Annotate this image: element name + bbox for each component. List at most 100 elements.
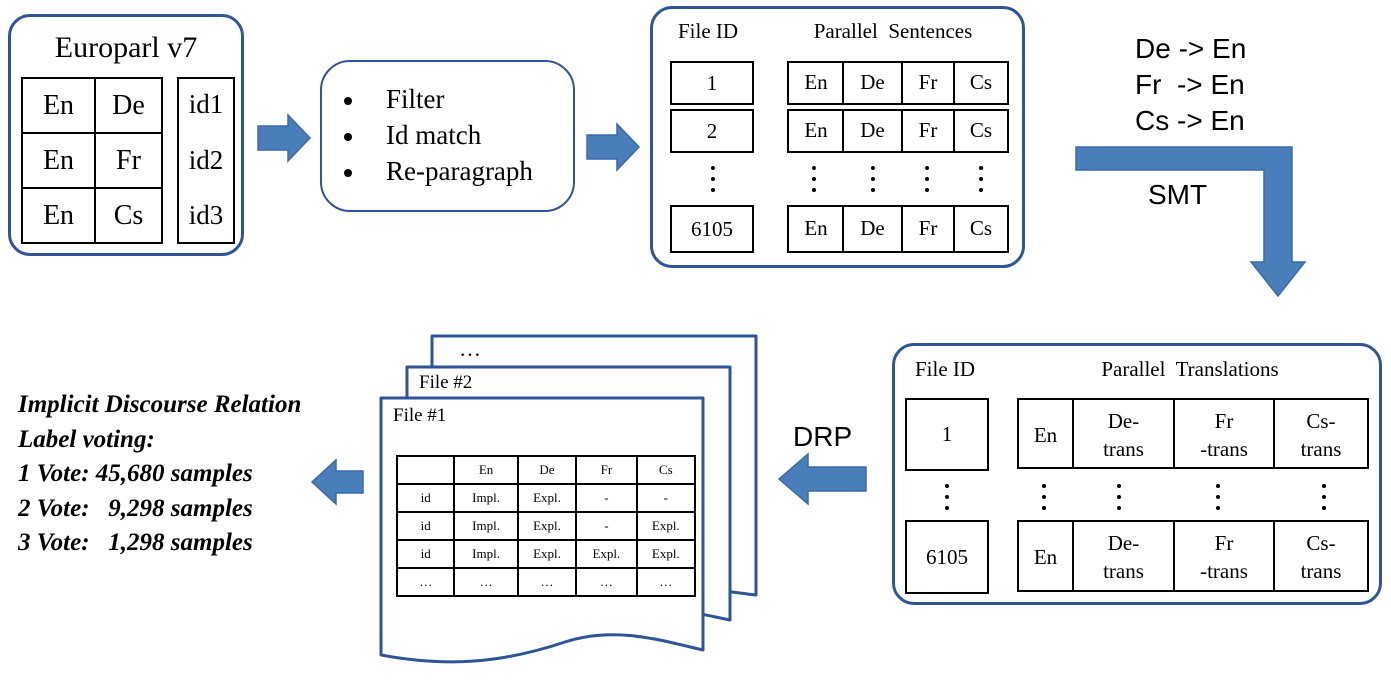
arrow-left-icon: [310, 458, 364, 506]
europarl-cell: En: [21, 77, 96, 134]
file-id-header: File ID: [678, 19, 739, 43]
ellipsis-vertical: [978, 166, 984, 192]
translation-cell: Fr -trans: [1200, 409, 1248, 461]
ellipsis-vertical: [1321, 484, 1327, 510]
arrow-right-icon: [586, 122, 641, 172]
row-separator: [842, 111, 844, 151]
table-cell: id: [395, 511, 456, 541]
smt-pair: Fr -> En: [1135, 69, 1245, 100]
drp-label: DRP: [793, 421, 853, 452]
sentence-row: En De Fr Cs: [787, 109, 1009, 153]
row-separator: [901, 111, 903, 151]
translation-cell: Cs- trans: [1300, 531, 1342, 583]
table-cell: id: [395, 483, 456, 513]
table-row: … … … … …: [395, 567, 697, 597]
table-cell: …: [453, 567, 519, 597]
row-separator: [953, 207, 955, 251]
translation-row: En De- trans Fr -trans Cs- trans: [1017, 398, 1369, 469]
table-cell: Expl.: [635, 539, 697, 569]
sentence-lang: En: [804, 70, 828, 94]
arrow-right-icon: [257, 113, 312, 163]
file-id-header: File ID: [915, 357, 976, 381]
sentence-lang: Cs: [969, 118, 993, 142]
table-cell: Impl.: [453, 539, 519, 569]
process-item: Filter: [322, 81, 533, 117]
row-separator: [1273, 400, 1275, 467]
voting-line: 2 Vote: 9,298 samples: [18, 494, 253, 522]
sentence-lang: De: [860, 216, 885, 240]
row-separator: [1173, 400, 1175, 467]
file1-label: File #1: [393, 405, 447, 426]
ellipsis-vertical: [811, 166, 817, 192]
row-separator: [953, 111, 955, 151]
smt-pair: De -> En: [1135, 33, 1247, 64]
europarl-cell: En: [21, 187, 96, 244]
process-item: Id match: [322, 117, 533, 153]
arrow-left-icon: [777, 452, 867, 506]
sentence-row: En De Fr Cs: [787, 205, 1009, 253]
sentence-lang: Cs: [969, 70, 993, 94]
row-separator: [842, 207, 844, 251]
table-cell: Expl.: [575, 539, 638, 569]
parallel-translations-panel: File ID Parallel Translations 1 6105 En …: [892, 343, 1382, 605]
europarl-title: Europarl v7: [54, 31, 198, 64]
europarl-cell: Cs: [94, 187, 163, 244]
translation-cell: Cs- trans: [1300, 409, 1342, 461]
ellipsis-vertical: [944, 484, 950, 510]
table-cell: …: [395, 567, 456, 597]
table-cell: …: [575, 567, 638, 597]
sentence-lang: En: [804, 118, 828, 142]
parallel-sentences-header: Parallel Sentences: [813, 19, 973, 43]
row-separator: [901, 63, 903, 103]
row-separator: [1072, 400, 1074, 467]
ellipsis-vertical: [924, 166, 930, 192]
voting-summary: Implicit Discourse Relation Label voting…: [18, 388, 301, 561]
translation-cell: De- trans: [1103, 409, 1144, 461]
ellipsis-vertical: [1041, 484, 1047, 510]
europarl-id-column: id1 id2 id3: [177, 77, 235, 244]
translation-cell: Fr -trans: [1200, 531, 1248, 583]
parallel-translations-header: Parallel Translations: [1101, 357, 1279, 381]
table-cell: En: [453, 455, 519, 485]
table-cell: Expl.: [635, 511, 697, 541]
file-id-cell: 6105: [905, 520, 989, 594]
table-cell: Expl.: [516, 483, 578, 513]
row-separator: [1273, 522, 1275, 590]
europarl-panel: Europarl v7 En De En Fr En Cs id1 id2 id…: [8, 14, 244, 256]
voting-line: Implicit Discourse Relation: [18, 391, 302, 418]
sentence-lang: Cs: [969, 216, 993, 240]
row-separator: [1173, 522, 1175, 590]
table-row: id Impl. Expl. - -: [395, 483, 697, 513]
voting-line: 3 Vote: 1,298 samples: [18, 529, 253, 556]
table-cell: -: [575, 511, 638, 541]
translation-row: En De- trans Fr -trans Cs- trans: [1017, 520, 1369, 592]
process-panel: Filter Id match Re-paragraph: [320, 60, 575, 212]
voting-line: 1 Vote: 45,680 samples: [18, 460, 253, 487]
table-cell: Fr: [575, 455, 638, 485]
sentence-row: En De Fr Cs: [787, 61, 1009, 105]
table-cell: De: [516, 455, 578, 485]
smt-pair: Cs -> En: [1135, 105, 1245, 136]
row-separator: [953, 63, 955, 103]
elbow-arrow-down-icon: [1075, 146, 1307, 298]
table-row: id Impl. Expl. Expl. Expl.: [395, 539, 697, 569]
process-list: Filter Id match Re-paragraph: [322, 81, 533, 189]
table-cell: …: [635, 567, 697, 597]
translation-cell: En: [1033, 545, 1058, 569]
smt-label: SMT: [1148, 179, 1208, 210]
sentence-lang: Fr: [918, 70, 938, 94]
sentence-lang: De: [860, 70, 885, 94]
ellipsis-vertical: [710, 166, 716, 192]
row-separator: [1072, 522, 1074, 590]
europarl-id: id2: [188, 145, 224, 175]
table-cell: Impl.: [453, 483, 519, 513]
ellipsis-vertical: [1215, 484, 1221, 510]
table-cell: Cs: [635, 455, 697, 485]
file2-label: File #2: [419, 372, 473, 393]
table-cell: …: [516, 567, 578, 597]
process-item: Re-paragraph: [322, 153, 533, 189]
file-id-cell: 1: [670, 61, 754, 105]
sentence-lang: En: [804, 216, 828, 240]
sentence-lang: De: [860, 118, 885, 142]
translation-cell: En: [1033, 423, 1058, 447]
